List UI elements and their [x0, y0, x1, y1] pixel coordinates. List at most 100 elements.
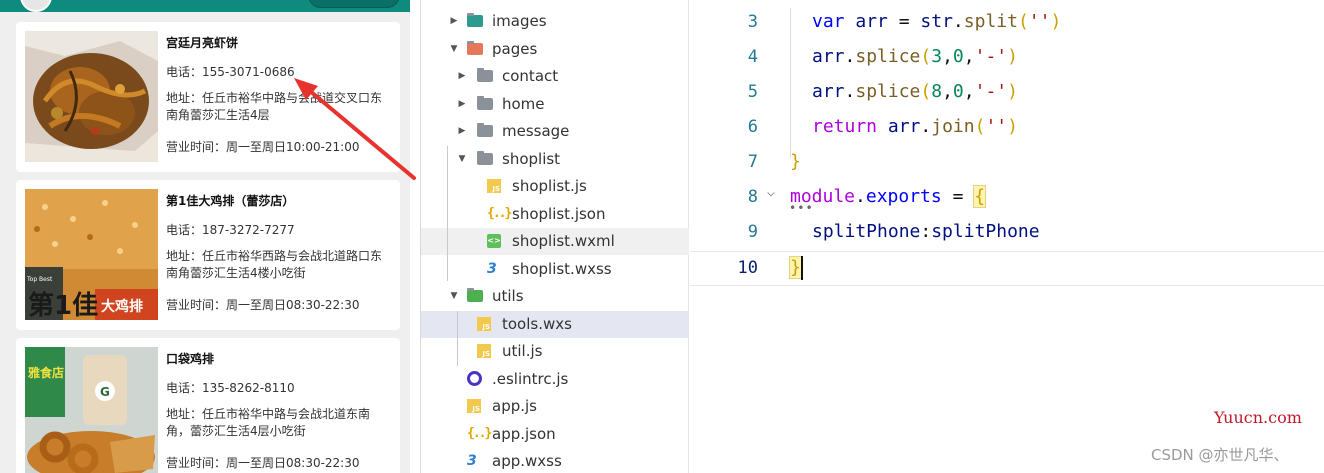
tree-item-app-js[interactable]: JS app.js [421, 393, 689, 420]
chevron-right-icon[interactable]: ▶ [458, 126, 466, 136]
line-number: 9 [747, 222, 758, 242]
code-line[interactable]: 3 var arr = str.split('') [690, 6, 1324, 41]
tree-item-label: contact [502, 67, 559, 85]
shop-address: 地址：任丘市裕华中路与会战北道东南角，蕾莎汇生活4层小吃街 [166, 407, 371, 438]
shop-phone: 电话：135-8262-8110 [166, 381, 295, 395]
brand-badge-text: 大鸡排 [101, 298, 143, 315]
shop-card[interactable]: 第1佳 大鸡排 Top Best 第1佳大鸡排（蕾莎店） 电话：187-3272… [16, 180, 400, 330]
image-folder-icon [467, 13, 483, 29]
shop-image-pocket-chicken: 雅食店 G [25, 347, 158, 473]
tree-item-shoplist[interactable]: ▼ shoplist [421, 146, 689, 173]
line-number: 5 [747, 82, 758, 102]
code-line-current[interactable]: 10 } [690, 251, 1324, 286]
csdn-watermark: CSDN @亦世凡华、 [1151, 446, 1289, 464]
tree-item-label: shoplist.js [512, 177, 587, 195]
js-file-icon: JS [467, 398, 483, 414]
code-line[interactable]: 8 ⌵ ••• module.exports = { [690, 181, 1324, 216]
line-number: 7 [747, 152, 758, 172]
brand-main-text: 第1佳 [28, 290, 98, 320]
tree-item-util-js[interactable]: JS util.js [421, 338, 689, 365]
shop-hours: 营业时间：周一至周日08:30-22:30 [166, 298, 360, 312]
js-file-icon: JS [477, 343, 493, 359]
shop-image-shrimp-cake [25, 31, 158, 162]
tree-item-label: utils [492, 287, 524, 305]
chevron-down-icon[interactable]: ▼ [450, 44, 458, 54]
code-line[interactable]: 7 } [690, 146, 1324, 181]
tree-item-home[interactable]: ▶home [421, 91, 689, 118]
fold-chevron-icon[interactable]: ⌵ [767, 185, 775, 200]
shop-hours: 营业时间：周一至周日10:00-21:00 [166, 140, 360, 154]
shop-address: 地址：任丘市裕华西路与会战北道路口东南角蕾莎汇生活4楼小吃街 [166, 249, 383, 280]
tree-item-message[interactable]: ▶ message [421, 118, 689, 145]
tree-item-label: tools.wxs [502, 315, 572, 333]
code-line[interactable]: 9 splitPhone:splitPhone [690, 216, 1324, 251]
cup-text: G [100, 385, 110, 399]
phone-header [0, 0, 410, 12]
pages-folder-icon [467, 41, 483, 57]
js-file-icon: JS [487, 178, 503, 194]
text-cursor [801, 256, 803, 280]
json-file-icon: {..} [487, 206, 512, 221]
brand-small-text: Top Best [26, 276, 53, 283]
shop-phone: 电话：155-3071-0686 [166, 65, 295, 79]
line-number: 10 [737, 258, 758, 278]
json-file-icon: {..} [467, 426, 492, 441]
tree-item-utils[interactable]: ▼ utils [421, 283, 689, 310]
shop-card[interactable]: 宫廷月亮虾饼 电话：155-3071-0686 地址：任丘市裕华中路与会战道交叉… [16, 22, 400, 172]
tree-item-pages[interactable]: ▼pages [421, 36, 689, 63]
shop-name: 宫廷月亮虾饼 [166, 36, 239, 50]
tree-indent-guide [447, 146, 448, 281]
chevron-right-icon[interactable]: ▶ [458, 99, 466, 109]
tree-item-shoplist-wxml[interactable]: <> shoplist.wxml [421, 228, 689, 255]
site-watermark: Yuucn.com [1214, 408, 1302, 427]
folder-icon [477, 123, 493, 139]
tree-item-label: message [502, 122, 570, 140]
chevron-down-icon[interactable]: ▼ [450, 291, 458, 301]
panel-divider[interactable] [420, 0, 421, 473]
eslint-icon [467, 371, 483, 387]
tree-item-eslintrc-js[interactable]: .eslintrc.js [421, 366, 689, 393]
chevron-right-icon[interactable]: ▶ [450, 16, 458, 26]
phone-preview: 宫廷月亮虾饼 电话：155-3071-0686 地址：任丘市裕华中路与会战道交叉… [0, 0, 410, 473]
shop-card[interactable]: 雅食店 G 口袋鸡排 电话：135-8262-8110 地址：任丘市裕华中路与会… [16, 338, 400, 473]
shop-phone: 电话：187-3272-7277 [166, 223, 295, 237]
chevron-down-icon[interactable]: ▼ [458, 154, 466, 164]
tree-item-shoplist-json[interactable]: {..}shoplist.json [421, 201, 689, 228]
tree-item-label: .eslintrc.js [492, 370, 569, 388]
folded-dots-icon: ••• [789, 201, 814, 215]
tree-item-shoplist-js[interactable]: JS shoplist.js [421, 173, 689, 200]
code-line[interactable]: 5 arr.splice(8,0,'-') [690, 76, 1324, 111]
folder-open-icon [477, 151, 493, 167]
tree-indent-guide [457, 311, 458, 366]
avatar[interactable] [20, 0, 52, 12]
file-explorer: ▶images▼pages▶contact▶home▶message▼shopl… [421, 0, 689, 473]
tree-item-contact[interactable]: ▶ contact [421, 63, 689, 90]
shop-name: 第1佳大鸡排（蕾莎店） [166, 194, 295, 208]
utils-folder-icon [467, 288, 483, 304]
js-file-icon: JS [477, 316, 493, 332]
shop-name: 口袋鸡排 [166, 352, 215, 366]
code-line[interactable]: 6 return arr.join('') [690, 111, 1324, 146]
tree-item-images[interactable]: ▶images [421, 8, 689, 35]
tree-item-label: app.json [492, 425, 556, 443]
wxml-file-icon: <> [487, 233, 503, 249]
tree-item-label: shoplist [502, 150, 561, 168]
wxss-file-icon: 3 [487, 261, 497, 277]
tree-item-tools-wxs[interactable]: JS tools.wxs [421, 311, 689, 338]
third-sign-text: 雅食店 [27, 365, 64, 380]
code-editor[interactable]: 3 var arr = str.split('') 4 arr.splice(3… [690, 0, 1324, 473]
shop-hours: 营业时间：周一至周日08:30-22:30 [166, 456, 360, 470]
header-pill-button[interactable] [308, 0, 400, 8]
code-line[interactable]: 4 arr.splice(3,0,'-') [690, 41, 1324, 76]
tree-item-label: shoplist.wxml [512, 232, 615, 250]
line-number: 4 [747, 47, 758, 67]
tree-item-app-json[interactable]: {..}app.json [421, 421, 689, 448]
folder-icon [477, 96, 493, 112]
line-number: 3 [747, 12, 758, 32]
tree-item-label: app.js [492, 397, 537, 415]
chevron-right-icon[interactable]: ▶ [458, 71, 466, 81]
tree-item-label: util.js [502, 342, 543, 360]
shop-image-chicken-cutlet: 第1佳 大鸡排 Top Best [25, 189, 158, 320]
